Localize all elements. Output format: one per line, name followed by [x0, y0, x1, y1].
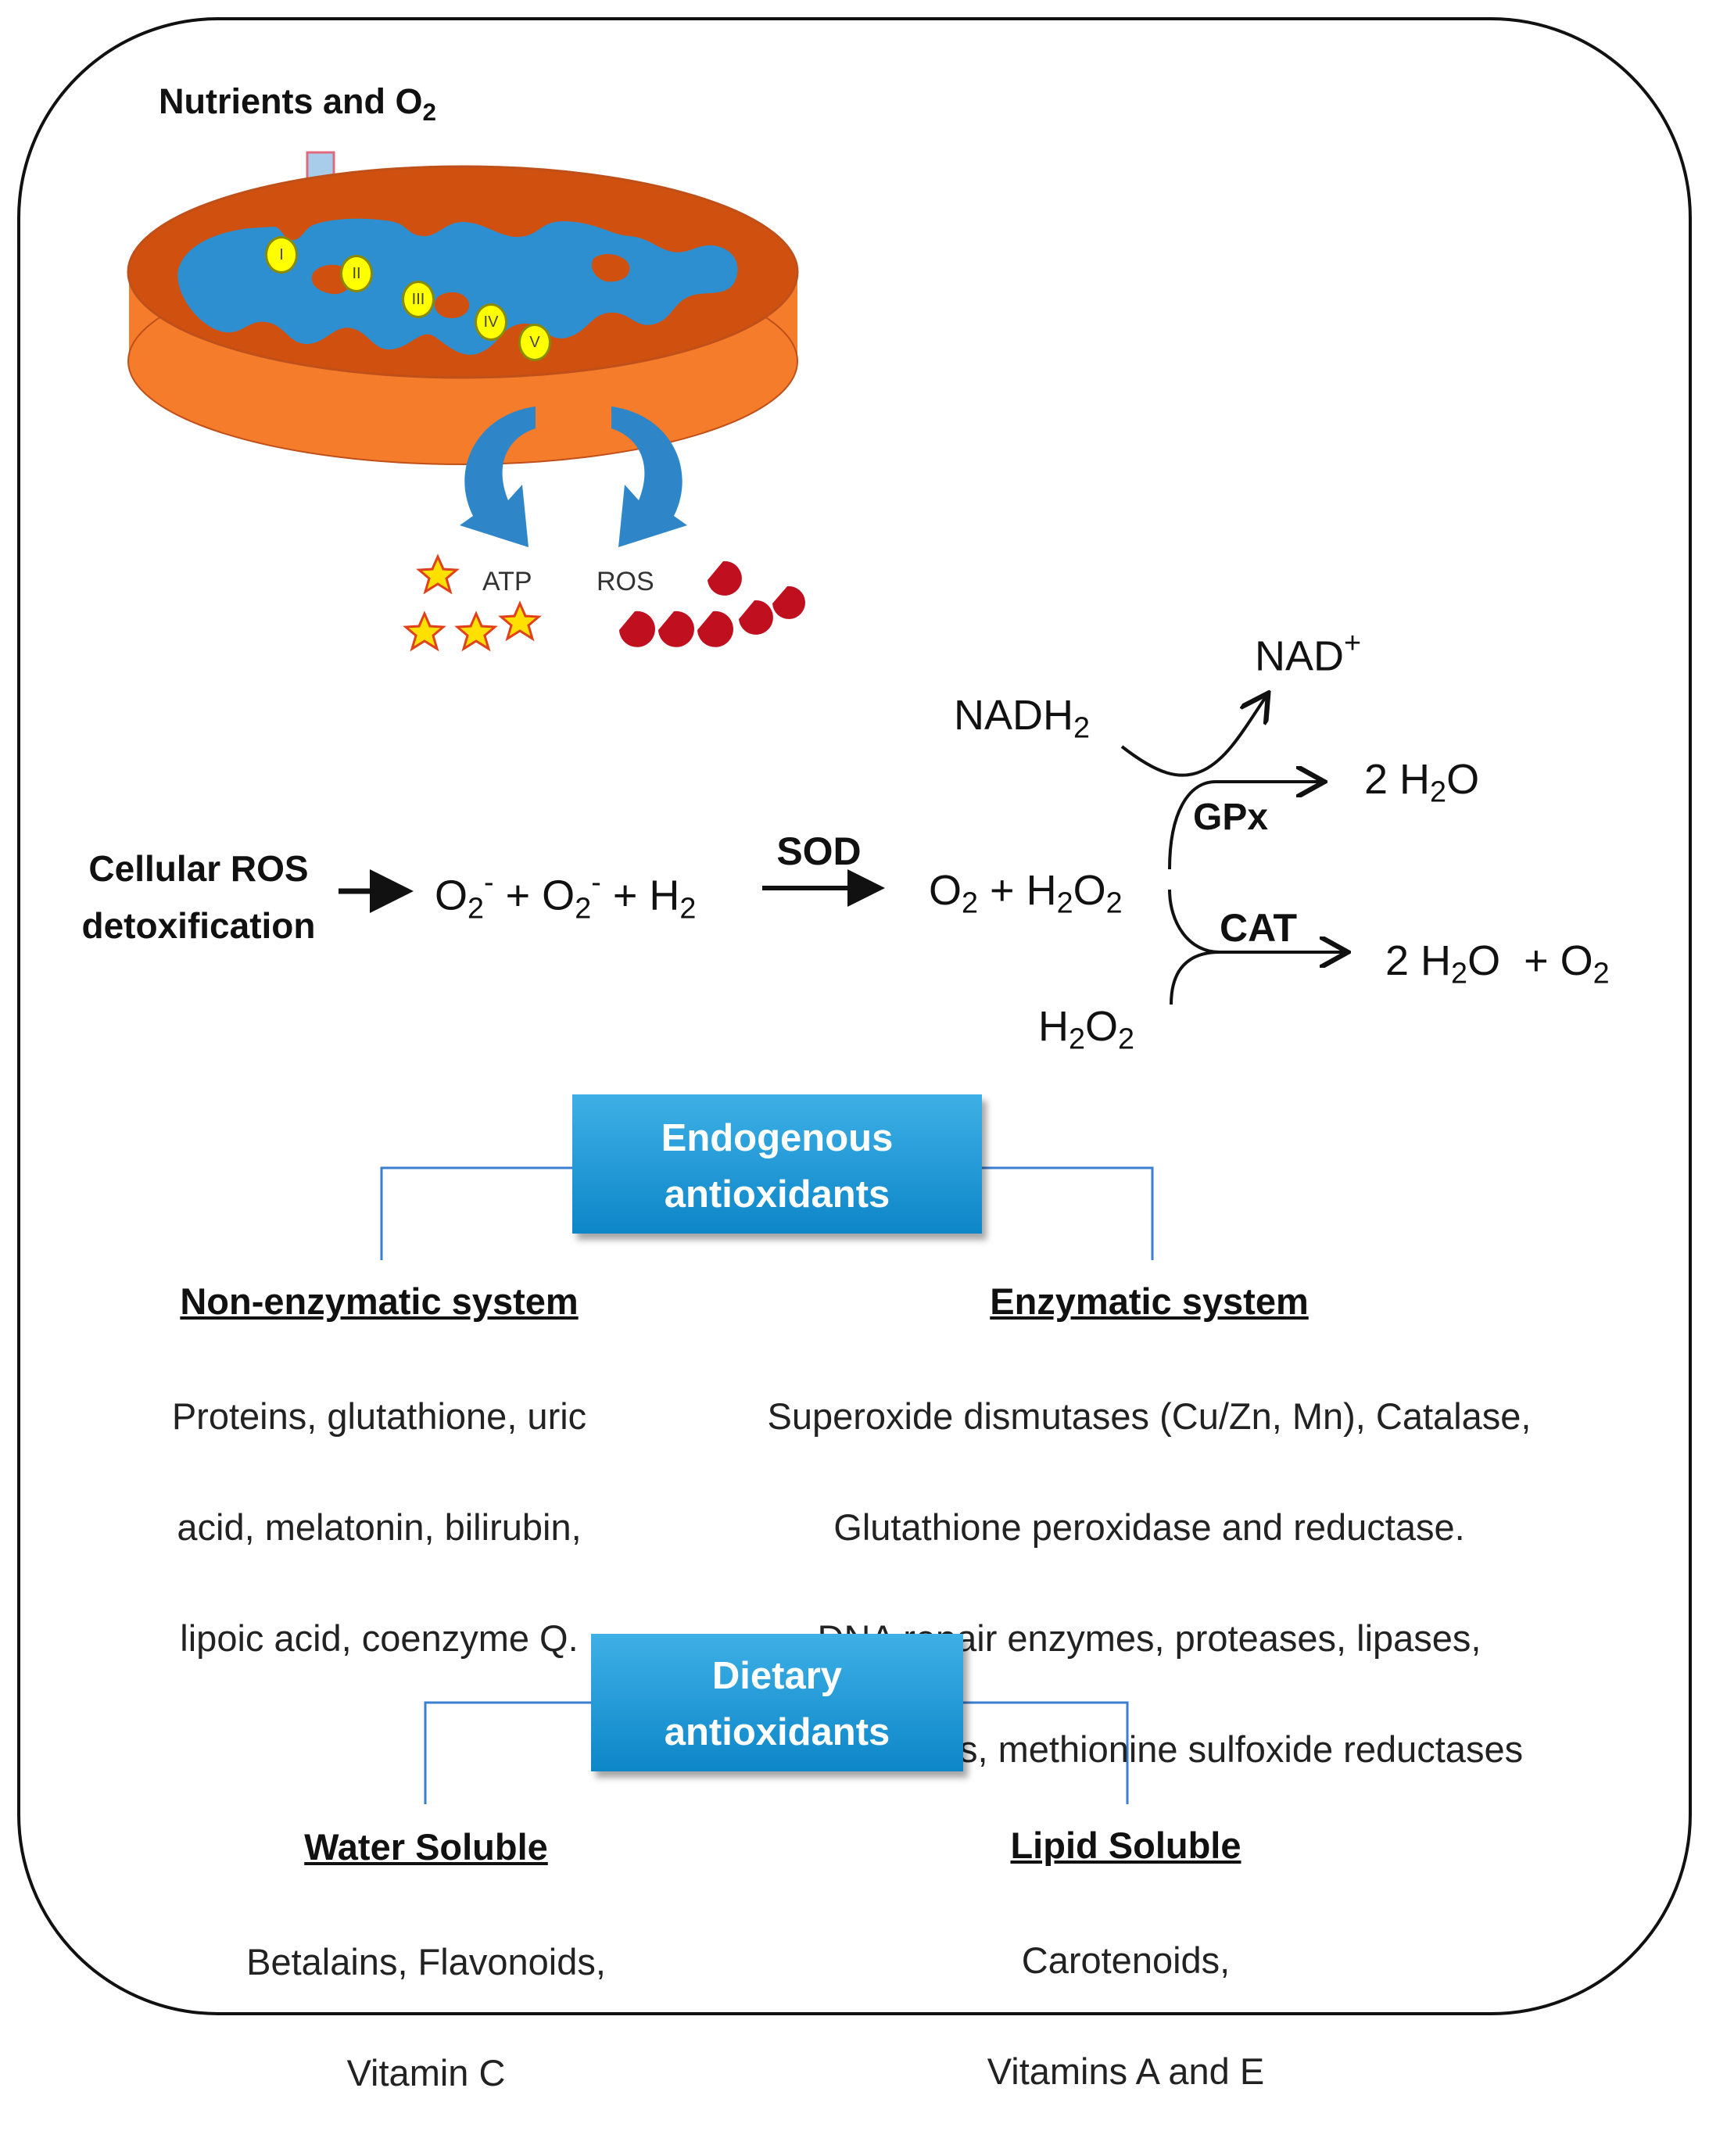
endogenous-antioxidants-box: Endogenous antioxidants: [572, 1094, 982, 1234]
product-sub: 2: [962, 886, 979, 920]
nad-text: NAD: [1255, 632, 1345, 680]
water-soluble-line: Vitamin C: [346, 2052, 506, 2093]
atp-star: [454, 611, 498, 652]
ros-particle: [697, 611, 733, 647]
nutrients-o2-label: Nutrients and O2: [159, 81, 436, 127]
dietary-title-line1: Dietary: [711, 1655, 843, 1697]
gpx-label: GPx: [1193, 797, 1269, 838]
h2o2-to-cat-line: [1170, 951, 1220, 1005]
cellular-ros-label: Cellular ROS detoxification: [66, 840, 331, 954]
nonenzymatic-heading: Non-enzymatic system: [180, 1280, 579, 1322]
nad-superscript: +: [1344, 627, 1362, 660]
complex-iv-marker: IV: [475, 303, 507, 341]
reactant-sub: 2: [575, 892, 592, 926]
atp-star: [416, 553, 460, 595]
mitochondrion: [127, 165, 799, 465]
complex-label: V: [529, 333, 540, 351]
atp-curved-arrow: [460, 406, 536, 547]
dietary-left-connector: [424, 1701, 591, 1804]
reactant-sub: 2: [679, 892, 697, 926]
dietary-antioxidants-box: Dietary antioxidants: [591, 1634, 963, 1771]
endogenous-right-connector: [982, 1166, 1154, 1260]
reactant-sub: 2: [468, 892, 485, 926]
cat-h2o2-sub: 2: [1069, 1022, 1086, 1056]
cat-product-sub: 2: [1451, 957, 1468, 990]
atp-star: [403, 611, 446, 652]
lipid-soluble-heading: Lipid Soluble: [1010, 1825, 1241, 1866]
water-soluble-list: Betalains, Flavonoids, Vitamin C: [168, 1878, 684, 2156]
nonenzymatic-line: acid, melatonin, bilirubin,: [177, 1506, 582, 1548]
enzymatic-line: Superoxide dismutases (Cu/Zn, Mn), Catal…: [767, 1395, 1532, 1437]
complex-iii-marker: III: [402, 281, 435, 318]
ros-label: ROS: [597, 567, 654, 596]
lipid-soluble-list: Carotenoids, Vitamins A and E: [876, 1877, 1376, 2154]
cat-product-sub: 2: [1593, 957, 1610, 990]
cat-h2o2-formula: H2O2: [1038, 1003, 1135, 1056]
enzymatic-heading: Enzymatic system: [990, 1280, 1309, 1322]
graphics-layer: [17, 17, 1692, 2015]
ros-particles: [619, 560, 805, 647]
cat-products-formula: 2 H2O + O2: [1385, 937, 1610, 990]
atp-label: ATP: [482, 567, 532, 596]
ros-particle: [708, 560, 742, 596]
cellular-ros-line1: Cellular ROS: [88, 848, 309, 889]
outer-frame: [17, 17, 1692, 2015]
product-sub: 2: [1056, 886, 1073, 920]
lipid-soluble-line: Vitamins A and E: [987, 2050, 1265, 2092]
ros-particle: [658, 611, 694, 647]
endogenous-left-connector: [380, 1166, 572, 1260]
cellular-ros-line2: detoxification: [81, 905, 316, 946]
nonenzymatic-list: Proteins, glutathione, uric acid, melato…: [98, 1333, 661, 1721]
endogenous-title-line2: antioxidants: [664, 1173, 890, 1216]
nutrients-o2-text: Nutrients and O: [159, 81, 423, 121]
atp-stars: [403, 553, 542, 652]
gpx-product-sub: 2: [1430, 775, 1447, 809]
sod-label: SOD: [776, 829, 862, 873]
nonenzymatic-line: Proteins, glutathione, uric: [171, 1395, 587, 1437]
cristae: [177, 218, 738, 355]
dietary-title-line2: antioxidants: [664, 1711, 890, 1753]
nadh2-text: NADH: [954, 692, 1074, 739]
complex-label: I: [279, 245, 284, 263]
complex-label: III: [411, 290, 425, 308]
complex-i-marker: I: [265, 236, 298, 274]
dietary-right-connector: [963, 1701, 1129, 1804]
ros-particle: [772, 586, 805, 619]
complex-label: IV: [483, 313, 499, 331]
water-soluble-heading: Water Soluble: [304, 1826, 548, 1868]
enzymatic-line: Glutathione peroxidase and reductase.: [833, 1506, 1465, 1548]
product-sub: 2: [1105, 886, 1123, 920]
nadh2-subscript: 2: [1073, 711, 1091, 745]
cat-h2o2-sub: 2: [1118, 1022, 1135, 1056]
nonenzymatic-line: lipoic acid, coenzyme Q.: [180, 1617, 579, 1659]
cat-label: CAT: [1220, 906, 1298, 950]
endogenous-title-line1: Endogenous: [661, 1117, 894, 1159]
nadh-to-nad-arrow: [1120, 696, 1267, 777]
ros-curved-arrow: [611, 406, 687, 547]
nutrients-o2-subscript: 2: [422, 97, 437, 126]
reactants-formula: O2- + O2- + H2: [435, 866, 697, 926]
gpx-product-formula: 2 H2O: [1364, 756, 1480, 809]
complex-ii-marker: II: [340, 255, 373, 292]
gpx-branch-line: [1168, 782, 1321, 870]
sod-products-formula: O2 + H2O2: [929, 867, 1123, 920]
atp-star: [498, 600, 542, 642]
lipid-soluble-line: Carotenoids,: [1021, 1939, 1231, 1981]
ros-particle: [739, 600, 773, 635]
ros-particle: [619, 611, 655, 647]
complex-v-marker: V: [518, 324, 551, 361]
nadh2-label: NADH2: [954, 691, 1090, 746]
complex-label: II: [352, 264, 361, 282]
nad-plus-label: NAD+: [1255, 627, 1361, 681]
water-soluble-line: Betalains, Flavonoids,: [246, 1941, 606, 1982]
